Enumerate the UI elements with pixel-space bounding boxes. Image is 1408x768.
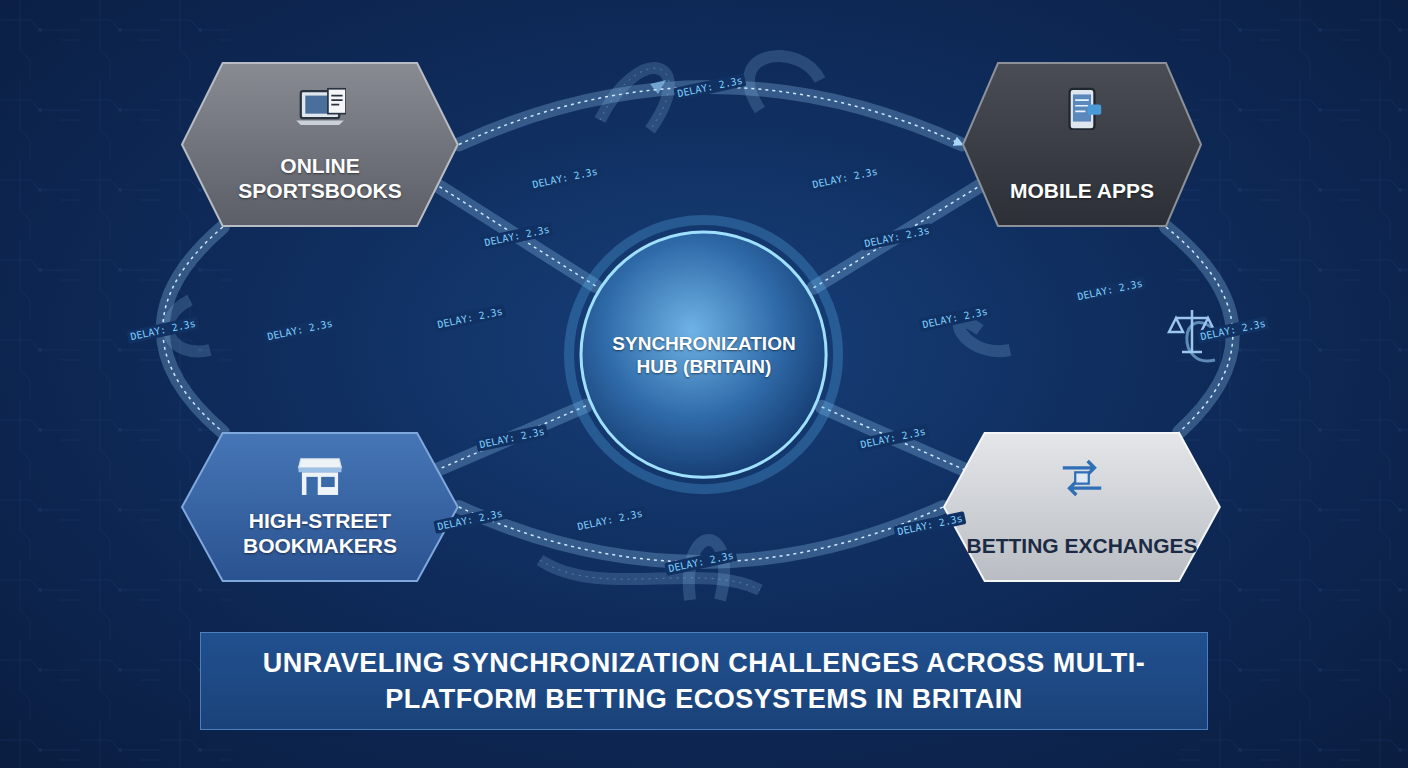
sync-ribbon <box>822 407 964 470</box>
data-stream <box>822 407 964 470</box>
ribbon-band <box>438 186 595 286</box>
hexagon-outline <box>181 62 459 227</box>
data-stream <box>459 87 962 145</box>
node-label: SYNCHRONIZATION HUB (BRITAIN) <box>599 332 808 378</box>
hexagon-outline <box>943 432 1221 582</box>
hexagon-outline <box>962 62 1202 227</box>
delay-label: DELAY: 2.3s <box>674 73 747 101</box>
decorative-ribbons <box>168 56 1010 600</box>
hexagon-outline <box>181 432 459 582</box>
delay-label: DELAY: 2.3s <box>573 506 646 534</box>
ribbon-band <box>438 406 586 470</box>
sync-ribbon <box>438 186 595 286</box>
platform-hexagon: HIGH-STREET BOOKMAKERS <box>181 432 459 582</box>
node-label: HIGH-STREET BOOKMAKERS <box>201 508 439 558</box>
node-label: ONLINE SPORTSBOOKS <box>201 153 439 203</box>
delay-label: DELAY: 2.3s <box>475 424 548 452</box>
diagram-title: UNRAVELING SYNCHRONIZATION CHALLENGES AC… <box>231 645 1177 717</box>
ribbon-band <box>459 507 943 562</box>
sync-ribbon <box>459 87 962 145</box>
title-banner: UNRAVELING SYNCHRONIZATION CHALLENGES AC… <box>200 632 1208 730</box>
platform-icon <box>294 86 346 130</box>
data-stream <box>814 186 980 288</box>
delay-label: DELAY: 2.3s <box>860 223 933 251</box>
hub-outline <box>579 230 828 479</box>
delay-label: DELAY: 2.3s <box>808 164 881 192</box>
hub-circle: SYNCHRONIZATION HUB (BRITAIN) <box>579 230 828 479</box>
data-stream <box>438 186 595 286</box>
delay-label: DELAY: 2.3s <box>433 304 506 332</box>
circuit-texture <box>0 0 230 768</box>
sync-ribbon <box>814 186 980 288</box>
sync-ribbon <box>438 406 586 470</box>
platform-icon <box>1056 456 1108 500</box>
sync-ribbon <box>459 507 943 562</box>
data-stream <box>438 406 586 470</box>
platform-icon <box>294 456 346 500</box>
node-label: MOBILE APPS <box>1010 178 1154 203</box>
platform-hexagon: MOBILE APPS <box>962 62 1202 227</box>
platform-hexagon: ONLINE SPORTSBOOKS <box>181 62 459 227</box>
ribbon-band <box>459 87 962 145</box>
platform-hexagon: BETTING EXCHANGES <box>943 432 1221 582</box>
ribbon-band <box>814 186 980 288</box>
platform-icon <box>1056 86 1108 130</box>
delay-label: DELAY: 2.3s <box>528 164 601 192</box>
node-label: BETTING EXCHANGES <box>966 533 1197 558</box>
delay-label: DELAY: 2.3s <box>1073 276 1146 304</box>
delay-label: DELAY: 2.3s <box>263 316 336 344</box>
data-stream <box>459 507 943 562</box>
ribbon-band <box>822 407 964 470</box>
